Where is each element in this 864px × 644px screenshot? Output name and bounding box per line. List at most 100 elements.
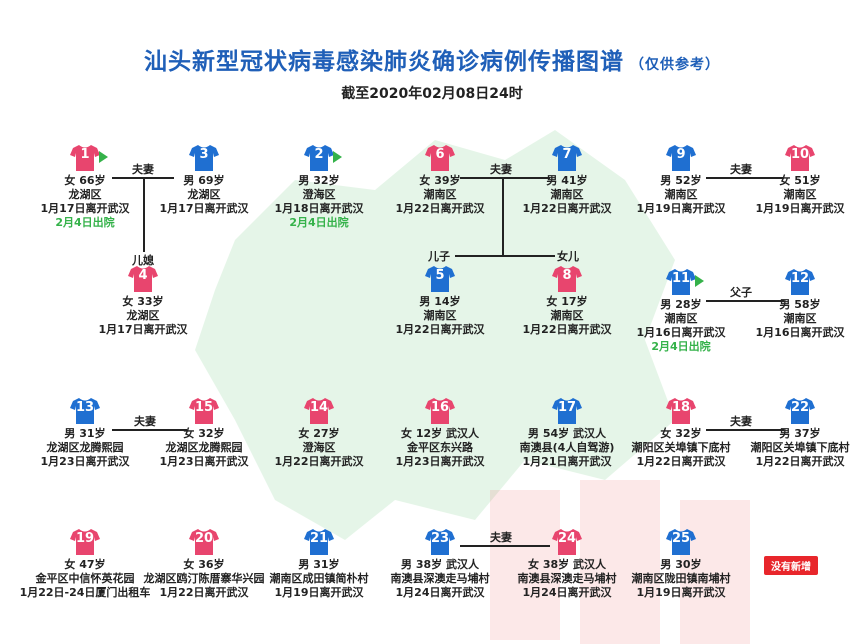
case-age: 男 37岁 — [779, 427, 821, 440]
case-travel: 1月17日离开武汉 — [98, 323, 188, 336]
case-location: 潮阳区关埠镇下底村 — [750, 441, 850, 454]
case-travel: 1月22日-24日厦门出租车 — [19, 586, 151, 599]
case-travel: 1月16日离开武汉 — [636, 326, 726, 339]
relation-line — [706, 429, 784, 431]
case-discharge-note: 2月4日出院 — [651, 340, 711, 353]
discharged-arrow-icon — [695, 275, 704, 287]
jersey-icon: 11 — [666, 268, 704, 296]
case-number: 23 — [430, 531, 450, 546]
case-age: 男 14岁 — [419, 295, 461, 308]
case-travel: 1月23日离开武汉 — [159, 455, 249, 468]
case-location: 潮南区 — [664, 188, 698, 201]
case-travel: 1月24日离开武汉 — [522, 586, 612, 599]
jersey-icon: 5 — [425, 265, 455, 293]
case-travel: 1月19日离开武汉 — [636, 202, 726, 215]
title-note: （仅供参考） — [630, 57, 720, 73]
case-location: 龙湖区龙腾熙园 — [165, 441, 243, 454]
case-age: 女 36岁 — [183, 558, 225, 571]
case-travel: 1月19日离开武汉 — [636, 586, 726, 599]
case-number: 14 — [309, 400, 329, 415]
relation-line — [706, 300, 784, 302]
case-number: 6 — [435, 147, 445, 162]
case-number: 1 — [80, 147, 90, 162]
jersey-icon: 12 — [785, 268, 815, 296]
case-travel: 1月16日离开武汉 — [755, 326, 845, 339]
case-travel: 1月22日离开武汉 — [636, 455, 726, 468]
discharged-arrow-icon — [333, 151, 342, 163]
relation-label: 夫妻 — [134, 415, 156, 428]
case-location: 南澳县深澳走马埔村 — [517, 572, 617, 585]
case-travel: 1月19日离开武汉 — [274, 586, 364, 599]
jersey-icon: 4 — [128, 265, 158, 293]
case-number: 25 — [671, 531, 691, 546]
case-age: 男 58岁 — [779, 298, 821, 311]
case-location: 龙湖区龙腾熙园 — [46, 441, 124, 454]
case-location: 南澳县深澳走马埔村 — [390, 572, 490, 585]
jersey-icon: 3 — [189, 144, 219, 172]
case-travel: 1月23日离开武汉 — [40, 455, 130, 468]
case-age: 男 30岁 — [660, 558, 702, 571]
case-location: 南澳县(4人自驾游) — [519, 441, 615, 454]
case-number: 22 — [790, 400, 810, 415]
case-travel: 1月22日离开武汉 — [159, 586, 249, 599]
jersey-icon: 7 — [552, 144, 582, 172]
case-location: 龙湖区 — [126, 309, 160, 322]
case-discharge-note: 2月4日出院 — [55, 216, 115, 229]
case-age: 女 33岁 — [122, 295, 164, 308]
relation-line — [455, 255, 555, 257]
case-age: 男 32岁 — [298, 174, 340, 187]
case-number: 19 — [75, 531, 95, 546]
jersey-icon: 19 — [70, 528, 100, 556]
relation-line — [460, 177, 550, 179]
case-number: 8 — [562, 268, 572, 283]
relation-label: 儿媳 — [132, 254, 154, 267]
jersey-icon: 15 — [189, 397, 219, 425]
jersey-icon: 1 — [70, 144, 108, 172]
relation-line — [706, 177, 784, 179]
jersey-icon: 24 — [552, 528, 582, 556]
case-number: 3 — [199, 147, 209, 162]
jersey-icon: 9 — [666, 144, 696, 172]
stamp-watermark — [490, 480, 750, 644]
case-location: 潮南区 — [423, 309, 457, 322]
relation-label: 夫妻 — [490, 163, 512, 176]
jersey-icon: 23 — [425, 528, 455, 556]
case-travel: 1月21日离开武汉 — [522, 455, 612, 468]
case-age: 女 17岁 — [546, 295, 588, 308]
case-location: 潮南区 — [550, 188, 584, 201]
case-age: 女 39岁 — [419, 174, 461, 187]
case-location: 龙湖区 — [187, 188, 221, 201]
relation-label: 父子 — [730, 286, 752, 299]
relation-label: 夫妻 — [730, 163, 752, 176]
jersey-icon: 2 — [304, 144, 342, 172]
jersey-icon: 6 — [425, 144, 455, 172]
case-age: 女 32岁 — [183, 427, 225, 440]
jersey-icon: 25 — [666, 528, 696, 556]
case-number: 4 — [138, 268, 148, 283]
case-number: 7 — [562, 147, 572, 162]
jersey-icon: 8 — [552, 265, 582, 293]
jersey-icon: 17 — [552, 397, 582, 425]
case-number: 17 — [557, 400, 577, 415]
case-age: 男 52岁 — [660, 174, 702, 187]
case-number: 15 — [194, 400, 214, 415]
case-age: 女 38岁 武汉人 — [528, 558, 606, 571]
case-age: 女 51岁 — [779, 174, 821, 187]
case-age: 男 54岁 武汉人 — [528, 427, 606, 440]
case-age: 女 66岁 — [64, 174, 106, 187]
case-age: 女 47岁 — [64, 558, 106, 571]
case-location: 金平区东兴路 — [407, 441, 473, 454]
